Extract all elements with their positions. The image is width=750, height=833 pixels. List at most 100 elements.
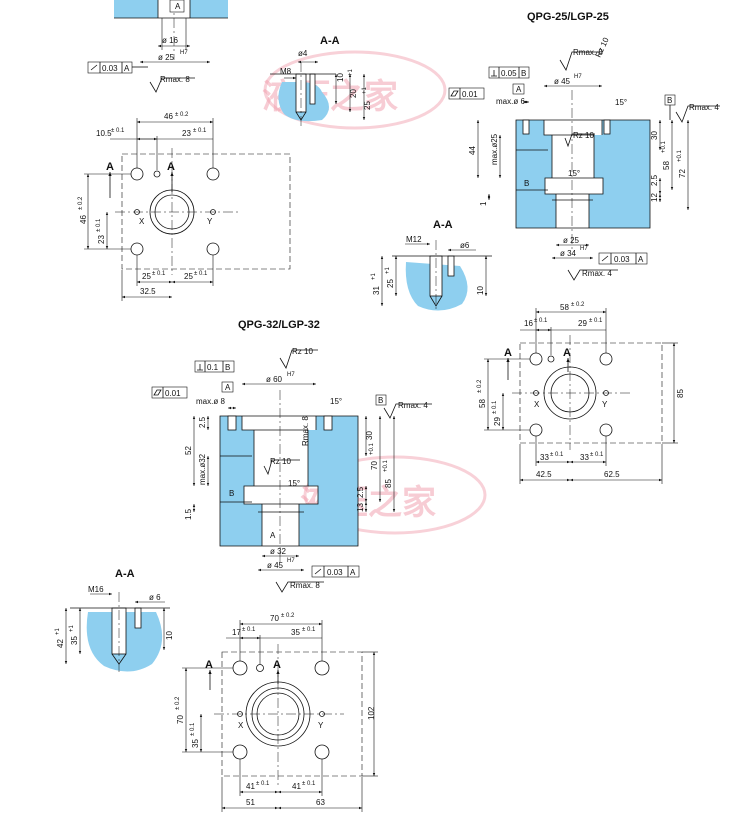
- svg-text:± 0.2: ± 0.2: [281, 613, 295, 619]
- svg-text:Rmax. 8: Rmax. 8: [160, 75, 190, 84]
- svg-text:Rmax. 4: Rmax. 4: [689, 103, 719, 112]
- svg-text:+0.1: +0.1: [383, 459, 389, 472]
- svg-text:0.03: 0.03: [102, 64, 118, 73]
- plan25b-bolt-tl: [529, 352, 543, 366]
- svg-text:Rz 10: Rz 10: [292, 347, 313, 356]
- plan32-mid-ring: [251, 687, 305, 741]
- svg-text:Rmax. 4: Rmax. 4: [582, 269, 612, 278]
- svg-text:ø 60: ø 60: [266, 375, 283, 384]
- svg-text:max.ø32: max.ø32: [198, 453, 207, 485]
- svg-text:20: 20: [349, 89, 358, 98]
- svg-text:33: 33: [540, 453, 549, 462]
- plan32-bolt-bl: [232, 744, 248, 760]
- svg-text:ø 45: ø 45: [554, 77, 571, 86]
- sec25-flatness-frame: 0.01: [448, 87, 485, 100]
- svg-text:± 0.1: ± 0.1: [96, 218, 102, 232]
- sec32-runout-frame: 0.03 A: [311, 565, 360, 578]
- svg-text:± 0.1: ± 0.1: [302, 627, 316, 633]
- svg-text:25: 25: [184, 272, 193, 281]
- sec32-flatness-frame: 0.01: [151, 386, 188, 399]
- sec25-title: QPG-25/LGP-25: [527, 11, 609, 23]
- svg-text:Y: Y: [207, 217, 213, 226]
- aa-m8-dia4: ø4: [298, 49, 308, 58]
- svg-text:H7: H7: [180, 50, 188, 56]
- svg-text:31: 31: [372, 286, 381, 295]
- svg-text:0.05: 0.05: [501, 69, 517, 78]
- svg-text:ø 6: ø 6: [149, 593, 161, 602]
- svg-text:63: 63: [316, 798, 325, 807]
- svg-text:30: 30: [650, 131, 659, 140]
- partial-body-left: [114, 0, 158, 18]
- sec32-body-fill: [220, 416, 358, 546]
- plan25-inner-bore: [154, 194, 190, 230]
- partial-dia16: ø 16: [162, 36, 179, 45]
- plan25b-port-y: [603, 390, 609, 396]
- svg-text:2.5: 2.5: [650, 174, 659, 186]
- svg-text:Rmax. 8: Rmax. 8: [301, 416, 310, 446]
- svg-text:ø 25: ø 25: [563, 236, 580, 245]
- svg-text:± 0.2: ± 0.2: [477, 379, 483, 393]
- sec32-port-a: A: [270, 531, 276, 540]
- svg-text:0.01: 0.01: [462, 90, 478, 99]
- svg-text:2.5: 2.5: [198, 416, 207, 428]
- plan-view-25-right: X Y A A 58 ± 0.2 16 ± 0.1 29 ± 0.1 58 ± …: [477, 302, 685, 484]
- svg-text:10: 10: [336, 73, 345, 82]
- svg-text:13: 13: [356, 503, 365, 512]
- svg-text:0.03: 0.03: [327, 568, 343, 577]
- svg-text:0.1: 0.1: [207, 363, 219, 372]
- svg-text:25: 25: [386, 279, 395, 288]
- svg-text:+1: +1: [371, 272, 377, 280]
- plan25-outline: [121, 153, 291, 270]
- plan32-mark-left: A: [205, 659, 213, 671]
- svg-text:Rmax. 8: Rmax. 8: [290, 581, 320, 590]
- plan25b-port-x: [533, 390, 539, 396]
- svg-text:Y: Y: [318, 721, 324, 730]
- svg-text:10.5: 10.5: [96, 129, 112, 138]
- svg-text:H7: H7: [287, 372, 295, 378]
- section-view-25: QPG-25/LGP-25 B 0.05 B A 0.01: [448, 11, 720, 281]
- svg-text:± 0.2: ± 0.2: [571, 302, 585, 308]
- svg-text:H7: H7: [287, 558, 295, 564]
- svg-text:A: A: [516, 85, 522, 94]
- svg-text:B: B: [225, 363, 230, 372]
- plan25-mark-center: A: [167, 161, 175, 173]
- svg-text:± 0.1: ± 0.1: [190, 722, 196, 736]
- aa-m16-title: A-A: [115, 568, 135, 580]
- svg-text:+1: +1: [385, 266, 391, 274]
- svg-text:max.ø25: max.ø25: [490, 133, 499, 165]
- sec25-perp-frame: 0.05 B: [488, 66, 530, 79]
- svg-text:A: A: [124, 64, 130, 73]
- svg-text:35: 35: [70, 636, 79, 645]
- svg-text:35: 35: [291, 628, 300, 637]
- svg-text:12: 12: [650, 193, 659, 202]
- svg-text:10: 10: [165, 631, 174, 640]
- svg-text:72: 72: [678, 169, 687, 178]
- plan25-bolt-tr: [206, 167, 220, 181]
- plan32-port-y: [319, 711, 325, 717]
- aa-m16-thread: M16: [88, 585, 104, 594]
- section-aa-m8: A-A ø4 M8 10 20 +1 25 +1: [270, 35, 372, 126]
- svg-text:32.5: 32.5: [140, 287, 156, 296]
- svg-text:Rmax. 8: Rmax. 8: [573, 48, 603, 57]
- plan25b-bolt-br: [599, 423, 613, 437]
- svg-text:70: 70: [176, 715, 185, 724]
- svg-text:29: 29: [578, 319, 587, 328]
- plan32-inner-bore: [256, 692, 300, 736]
- svg-text:102: 102: [367, 706, 376, 720]
- partial-runout-frame: 0.03 A: [87, 61, 148, 74]
- partial-roughness-rmax8: Rmax. 8: [149, 75, 195, 93]
- plan32-outline: [221, 651, 363, 777]
- plan25-bolt-tl: [130, 167, 144, 181]
- svg-text:± 0.1: ± 0.1: [152, 271, 166, 277]
- svg-text:H7: H7: [580, 246, 588, 252]
- svg-text:0.01: 0.01: [165, 389, 181, 398]
- svg-text:ø 32: ø 32: [270, 547, 287, 556]
- svg-text:25: 25: [142, 272, 151, 281]
- svg-text:41: 41: [292, 782, 301, 791]
- svg-text:± 0.1: ± 0.1: [534, 318, 548, 324]
- aa-m12-thread: M12: [406, 235, 422, 244]
- svg-text:± 0.1: ± 0.1: [242, 627, 256, 633]
- svg-text:35: 35: [191, 739, 200, 748]
- svg-text:B: B: [521, 69, 526, 78]
- svg-text:A: A: [225, 383, 231, 392]
